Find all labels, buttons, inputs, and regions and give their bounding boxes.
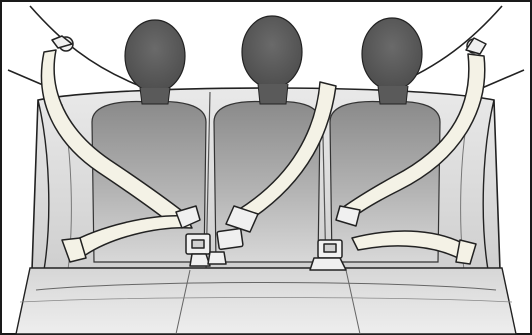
head-icon: [242, 16, 302, 88]
head-icon: [362, 18, 422, 90]
head-icon: [125, 20, 185, 92]
seat-cushion: [16, 268, 516, 334]
